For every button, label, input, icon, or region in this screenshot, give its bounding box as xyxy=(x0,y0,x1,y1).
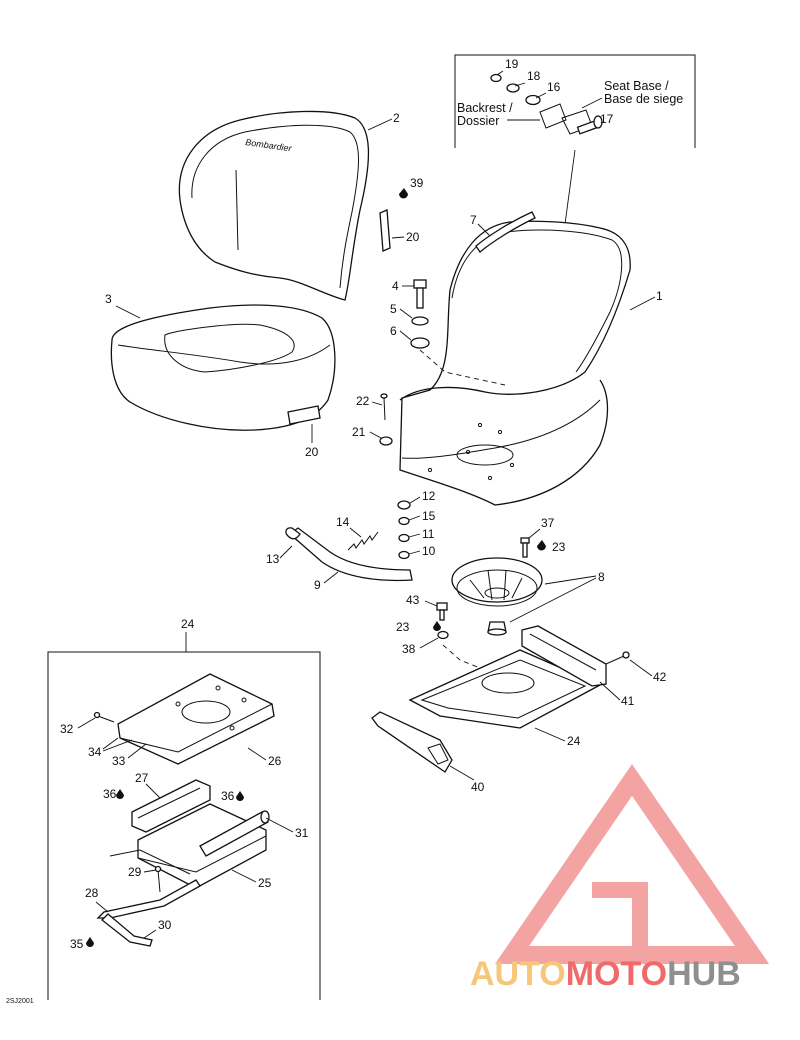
callout-31: 31 xyxy=(295,826,309,840)
callout-16: 16 xyxy=(547,80,561,94)
callout-10: 10 xyxy=(422,544,436,558)
callout-14: 14 xyxy=(336,515,350,529)
seat-cushion xyxy=(110,304,336,431)
screw-37-icon xyxy=(520,537,530,558)
seat-base-label: Seat Base / xyxy=(604,79,669,93)
watermark-logo-icon xyxy=(494,764,770,964)
callout-41: 41 xyxy=(621,694,635,708)
callout-23-left: 23 xyxy=(396,620,410,634)
washer-5-icon xyxy=(411,316,429,326)
decal-20-icon xyxy=(287,405,321,425)
pin-29-icon xyxy=(154,865,162,893)
strip-20-icon xyxy=(379,209,391,252)
clip-36-right-icon xyxy=(236,791,244,801)
callout-27: 27 xyxy=(135,771,149,785)
backrest-label: Backrest / xyxy=(457,101,513,115)
callout-2: 2 xyxy=(393,111,400,125)
callout-34: 34 xyxy=(88,745,102,759)
callout-20-left: 20 xyxy=(305,445,319,459)
callout-3: 3 xyxy=(105,292,112,306)
washer-11-icon xyxy=(398,533,410,543)
callout-25: 25 xyxy=(258,876,272,890)
nut-6-icon xyxy=(410,337,430,349)
callout-36-left: 36 xyxy=(103,787,117,801)
callout-40: 40 xyxy=(471,780,485,794)
callout-32: 32 xyxy=(60,722,74,736)
callout-19: 19 xyxy=(505,57,519,71)
slide-detail-inset xyxy=(47,632,321,1000)
swivel-plate-8 xyxy=(451,557,543,607)
callout-29: 29 xyxy=(128,865,142,879)
callout-15: 15 xyxy=(422,509,436,523)
automotohub-watermark: AUTOMOTOHUB xyxy=(470,764,770,993)
screw-42-icon xyxy=(605,651,630,665)
backrest-label-fr: Dossier xyxy=(457,114,499,128)
callout-33: 33 xyxy=(112,754,126,768)
callout-11: 11 xyxy=(422,527,435,541)
nut-23-right-icon xyxy=(537,540,546,551)
callout-7: 7 xyxy=(470,213,477,227)
callout-17: 17 xyxy=(600,112,614,126)
washer-21-icon xyxy=(379,436,393,446)
washer-38-icon xyxy=(437,630,449,640)
screw-17-icon xyxy=(576,115,603,135)
callout-6: 6 xyxy=(390,324,397,338)
callout-37: 37 xyxy=(541,516,555,530)
callout-39: 39 xyxy=(410,176,424,190)
backrest-cushion: Bombardier xyxy=(178,110,370,301)
callout-13: 13 xyxy=(266,552,280,566)
watermark-hub: HUB xyxy=(667,955,741,993)
spring-14-icon xyxy=(347,531,379,551)
callout-35: 35 xyxy=(70,937,84,951)
bolt-4-icon xyxy=(413,279,427,309)
trim-strip-7-icon xyxy=(475,211,536,253)
callout-38: 38 xyxy=(402,642,416,656)
callout-4: 4 xyxy=(392,279,399,293)
figure-code: 2SJ2001 xyxy=(6,998,34,1005)
callout-28: 28 xyxy=(85,886,99,900)
nut-23-left-icon xyxy=(433,621,441,631)
mounting-plate-26 xyxy=(117,673,275,765)
callout-9: 9 xyxy=(314,578,321,592)
pin-22-icon xyxy=(380,393,388,421)
svg-text:AUTOMOTOHUB: AUTOMOTOHUB xyxy=(470,955,741,993)
callout-24-top: 24 xyxy=(181,617,195,631)
callout-43: 43 xyxy=(406,593,420,607)
washer-15-icon xyxy=(398,516,410,526)
callout-23-right: 23 xyxy=(552,540,566,554)
washer-19-icon xyxy=(490,73,502,83)
callout-26: 26 xyxy=(268,754,282,768)
watermark-moto: MOTO xyxy=(566,955,667,993)
seat-base-label-fr: Base de siege xyxy=(604,92,683,106)
adjustment-lever-9 xyxy=(285,527,413,582)
callout-20-upper: 20 xyxy=(406,230,420,244)
bolt-43-icon xyxy=(436,602,448,621)
swivel-pivot-icon xyxy=(487,621,507,636)
callout-22: 22 xyxy=(356,394,370,408)
slide-rail-27 xyxy=(131,779,211,833)
clip-36-left-icon xyxy=(116,789,124,799)
callout-1: 1 xyxy=(656,289,663,303)
callout-12: 12 xyxy=(422,489,436,503)
callout-8: 8 xyxy=(598,570,605,584)
seat-slide-assembly-24 xyxy=(371,625,607,773)
clip-35-icon xyxy=(86,937,94,947)
callout-42: 42 xyxy=(653,670,667,684)
release-bar-28 xyxy=(96,849,201,947)
hardware-detail-inset: 19 18 16 17 Seat Base / Base de siege Ba… xyxy=(454,54,696,148)
clip-39-icon xyxy=(399,188,408,199)
tube-31-icon xyxy=(199,810,270,857)
callout-21: 21 xyxy=(352,425,366,439)
callout-36-right: 36 xyxy=(221,789,235,803)
callout-30: 30 xyxy=(158,918,172,932)
nut-12-icon xyxy=(397,500,411,510)
callout-24-right: 24 xyxy=(567,734,581,748)
watermark-auto: AUTO xyxy=(470,955,566,993)
washer-10-icon xyxy=(398,550,410,560)
callout-18: 18 xyxy=(527,69,541,83)
screw-32-icon xyxy=(93,711,115,723)
callout-5: 5 xyxy=(390,302,397,316)
